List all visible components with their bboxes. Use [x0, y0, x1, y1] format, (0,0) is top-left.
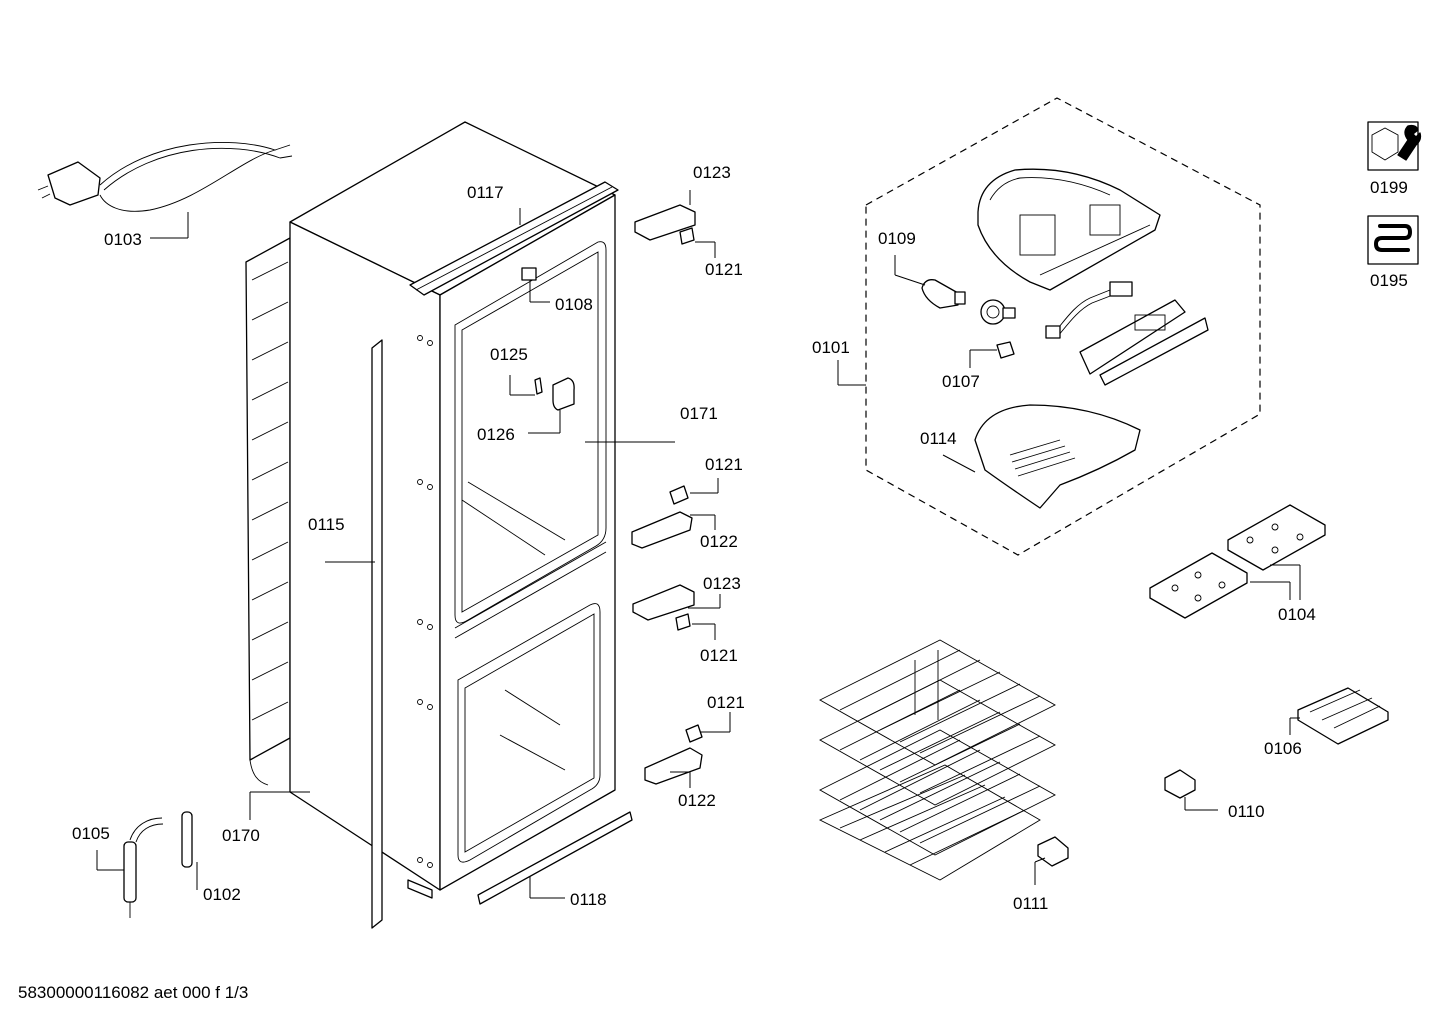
label-0102: 0102	[203, 885, 241, 904]
label-0171: 0171	[680, 404, 718, 423]
clip-0110-part[interactable]	[1164, 769, 1196, 799]
power-cord-part[interactable]	[37, 142, 293, 212]
drier-part[interactable]	[123, 817, 164, 918]
label-0107: 0107	[942, 372, 980, 391]
label-0106: 0106	[1264, 739, 1302, 758]
label-0118: 0118	[570, 890, 607, 909]
label-0121-2: 0121	[705, 455, 743, 474]
cold-pack-upper-part[interactable]	[1227, 504, 1326, 571]
wire-shelves-part[interactable]	[818, 639, 1056, 881]
lamp-cover-part[interactable]	[974, 404, 1141, 509]
wrench-nut-icon[interactable]	[1367, 121, 1422, 171]
heating-coil-icon[interactable]	[1367, 215, 1419, 265]
hinge-lower-part[interactable]	[632, 584, 695, 631]
label-0121-3: 0121	[700, 646, 738, 665]
label-0115: 0115	[308, 515, 345, 534]
hinge-upper-part[interactable]	[634, 204, 696, 245]
label-0199: 0199	[1370, 178, 1408, 197]
label-0114: 0114	[920, 429, 957, 448]
label-0195: 0195	[1370, 271, 1408, 290]
hinge-mid-part[interactable]	[631, 485, 693, 549]
clip-0111-part[interactable]	[1037, 836, 1069, 867]
label-0123-lower: 0123	[703, 574, 741, 593]
label-0126: 0126	[477, 425, 515, 444]
switch-part[interactable]	[521, 267, 537, 281]
label-0109: 0109	[878, 229, 916, 248]
ice-tray-part[interactable]	[1297, 687, 1389, 745]
label-0125: 0125	[490, 345, 528, 364]
label-0101: 0101	[812, 338, 850, 357]
hinge-bottom-part[interactable]	[644, 724, 703, 785]
sensor-box-part[interactable]	[552, 377, 575, 411]
label-0122-upper: 0122	[700, 532, 738, 551]
cable-harness-part[interactable]	[1045, 281, 1133, 339]
cold-pack-lower-part[interactable]	[1149, 552, 1248, 619]
label-0105: 0105	[72, 824, 110, 843]
lamp-socket-part[interactable]	[980, 299, 1016, 325]
label-0104: 0104	[1278, 605, 1316, 624]
cabinet-body-part[interactable]	[245, 121, 616, 899]
footer-document-code: 58300000116082 aet 000 f 1/3	[18, 983, 248, 1002]
light-assembly-boundary	[865, 97, 1261, 556]
label-0111: 0111	[1013, 894, 1048, 913]
control-board-part[interactable]	[1079, 299, 1209, 386]
label-0103: 0103	[104, 230, 142, 249]
top-rail-part[interactable]	[409, 181, 619, 296]
lamp-bulb-part[interactable]	[921, 279, 966, 309]
label-0117: 0117	[467, 183, 504, 202]
label-0170: 0170	[222, 826, 260, 845]
lamp-housing-part[interactable]	[977, 168, 1161, 291]
label-0122-lower: 0122	[678, 791, 716, 810]
label-0121-1: 0121	[705, 260, 743, 279]
bottom-strip-part[interactable]	[477, 811, 633, 905]
door-switch-part[interactable]	[996, 341, 1015, 359]
thermostat-capillary-part[interactable]	[181, 811, 193, 868]
label-0108: 0108	[555, 295, 593, 314]
clip-part[interactable]	[534, 377, 543, 395]
label-0121-4: 0121	[707, 693, 745, 712]
label-0110: 0110	[1228, 802, 1265, 821]
label-0123-upper: 0123	[693, 163, 731, 182]
seal-strip-part[interactable]	[371, 339, 383, 929]
